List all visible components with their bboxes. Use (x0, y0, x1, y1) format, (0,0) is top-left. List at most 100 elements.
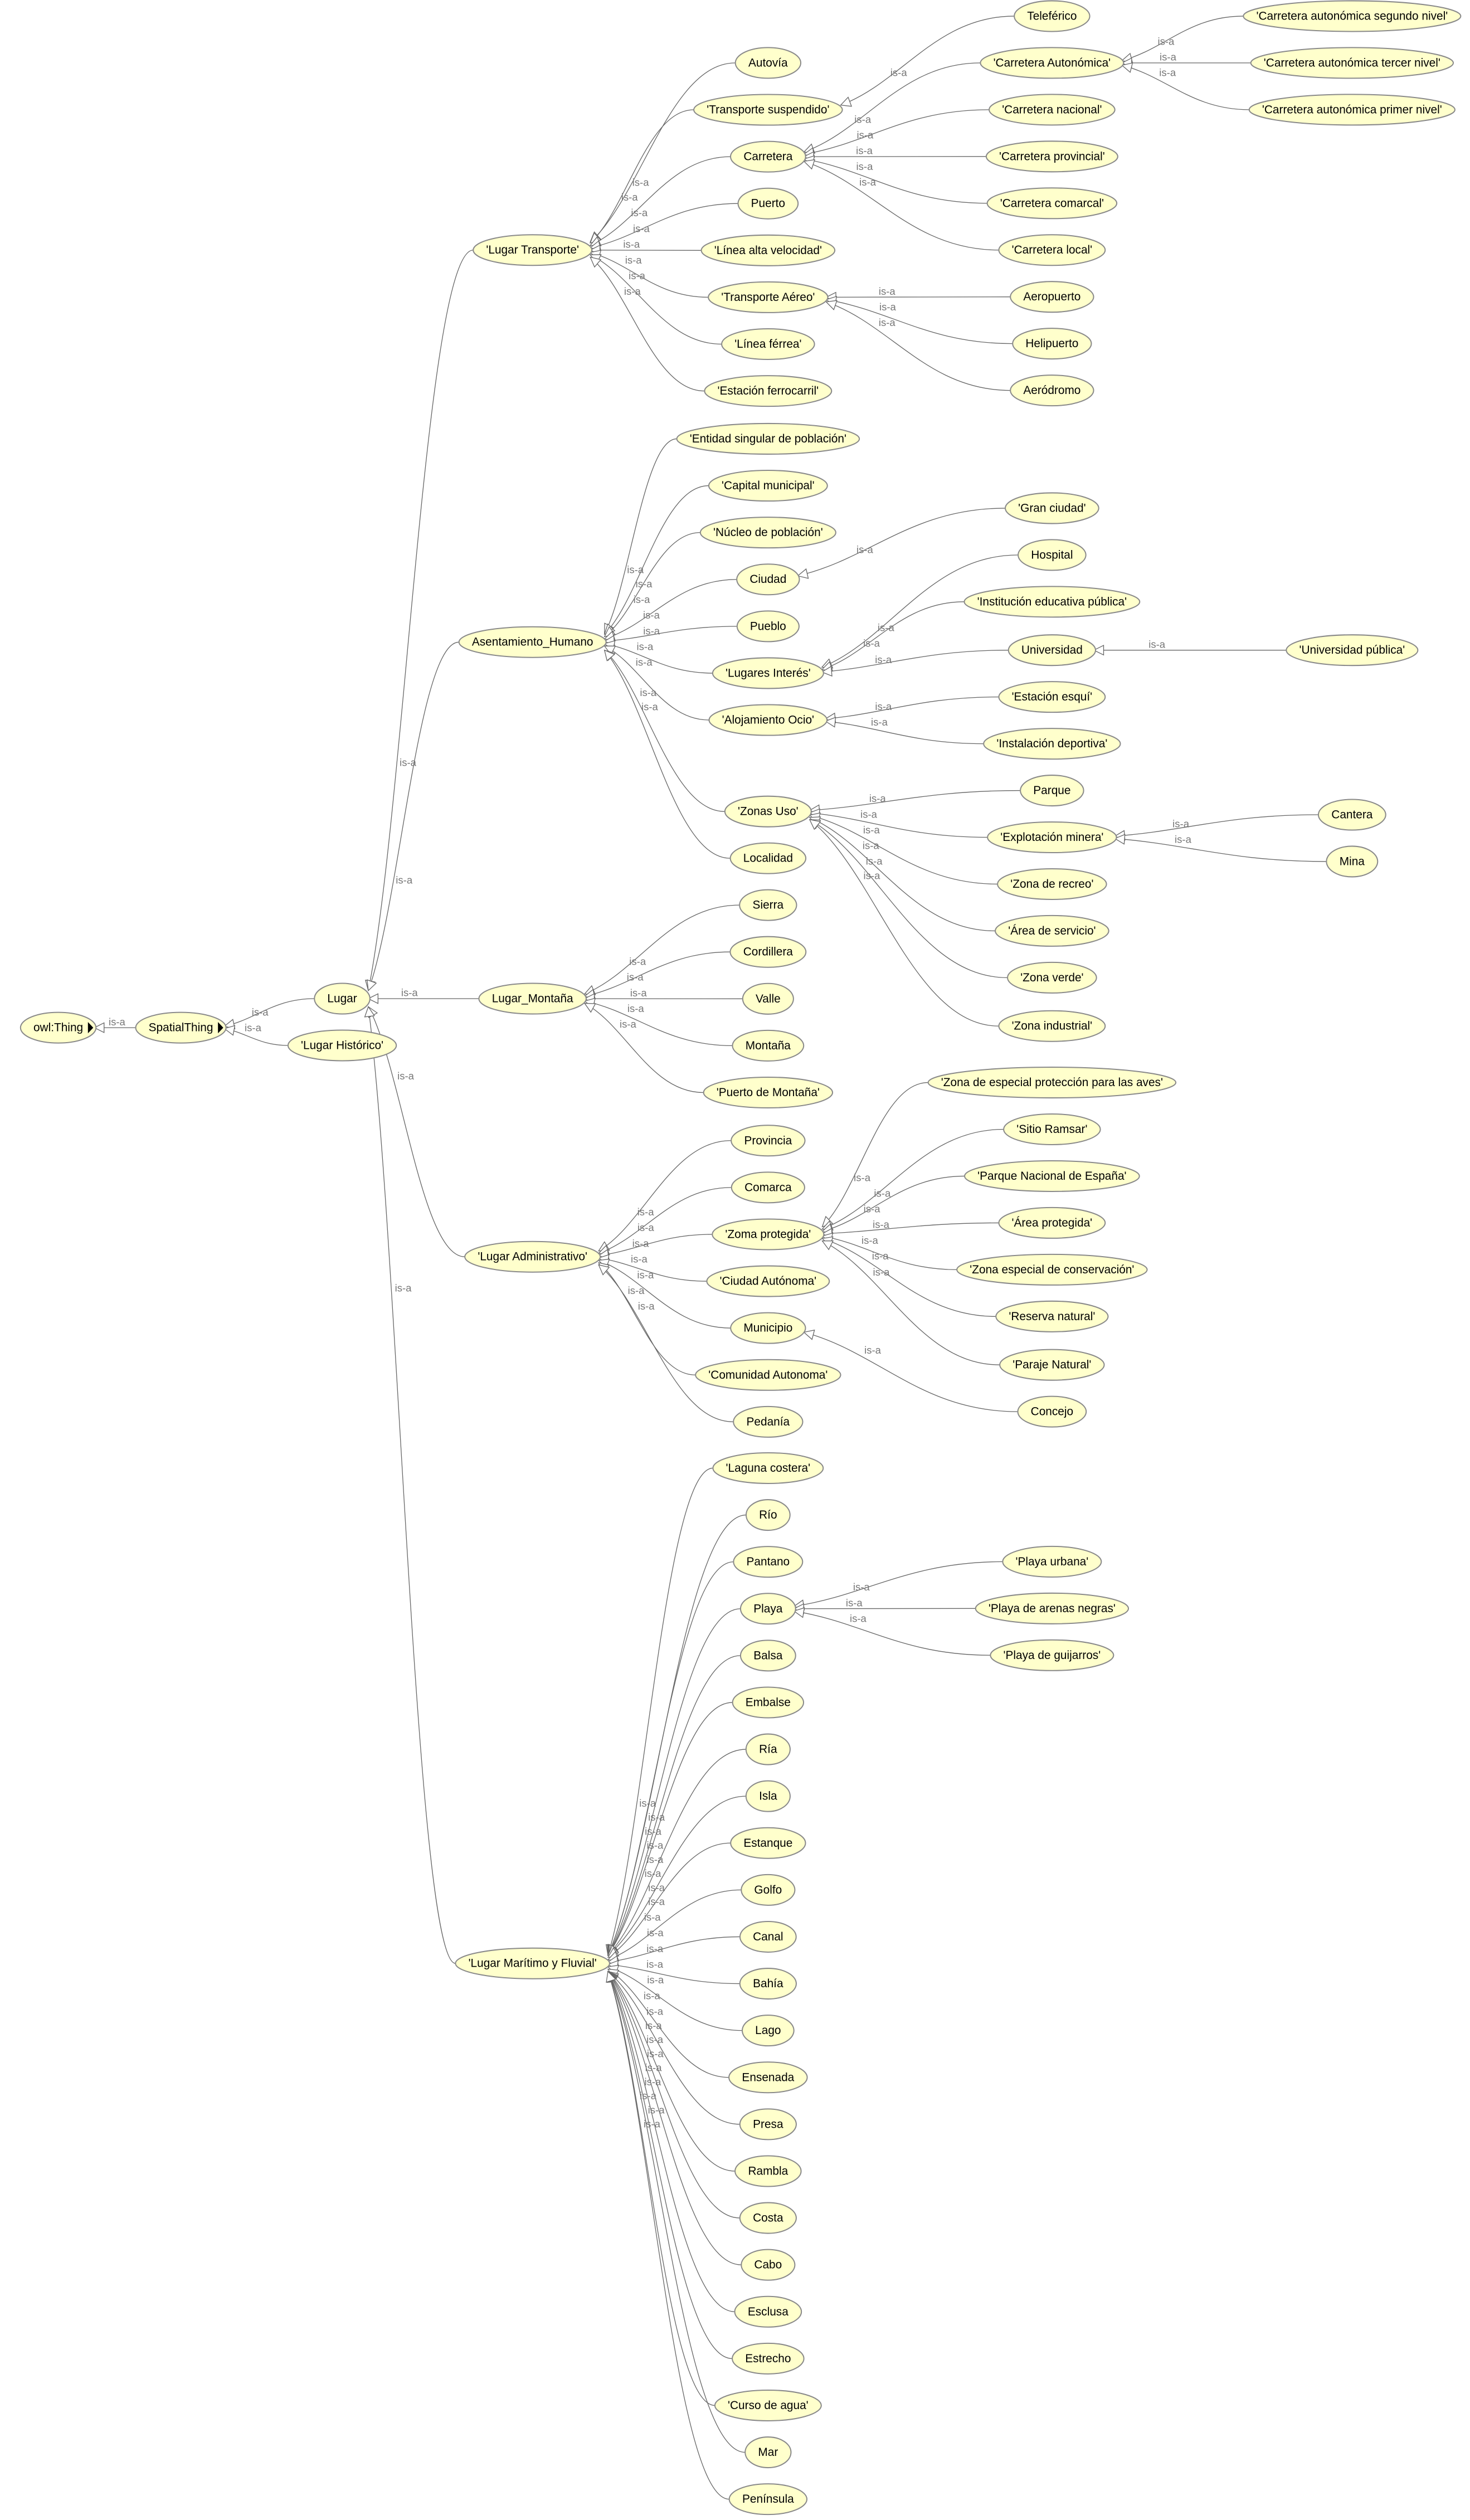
class-node-puerto[interactable]: Puerto (737, 187, 799, 220)
class-node-curso[interactable]: 'Curso de agua' (714, 2389, 822, 2421)
class-node-pedania[interactable]: Pedanía (733, 1405, 804, 1438)
class-node-presa[interactable]: Presa (739, 2108, 797, 2140)
class-node-ca2[interactable]: 'Carretera autonómica segundo nivel' (1243, 0, 1462, 32)
class-node-zuso[interactable]: 'Zonas Uso' (724, 795, 812, 828)
class-node-zrecreo[interactable]: 'Zona de recreo' (997, 868, 1107, 900)
class-node-cloc[interactable]: 'Carretera local' (998, 234, 1106, 266)
class-node-cprov[interactable]: 'Carretera provincial' (985, 140, 1118, 173)
class-node-municipio[interactable]: Municipio (730, 1312, 806, 1344)
class-node-ensenada[interactable]: Ensenada (728, 2061, 808, 2094)
class-node-ramsar[interactable]: 'Sitio Ramsar' (1003, 1113, 1101, 1146)
class-node-comarca[interactable]: Comarca (731, 1171, 805, 1204)
class-node-helipuerto[interactable]: Helipuerto (1012, 328, 1092, 360)
class-node-esqui[interactable]: 'Estación esquí' (998, 681, 1106, 713)
class-node-lago[interactable]: Lago (742, 2015, 795, 2047)
class-node-lferrea[interactable]: 'Línea férrea' (721, 328, 815, 361)
class-node-aloj[interactable]: 'Alojamiento Ocio' (708, 704, 828, 736)
class-node-concejo[interactable]: Concejo (1017, 1395, 1087, 1428)
class-node-ccom[interactable]: 'Carretera comarcal' (986, 187, 1118, 220)
class-node-ciudad[interactable]: Ciudad (736, 563, 800, 596)
class-node-universidad[interactable]: Universidad (1007, 634, 1097, 667)
class-node-embalse[interactable]: Embalse (732, 1686, 805, 1719)
class-node-localidad[interactable]: Localidad (729, 842, 807, 874)
class-node-carretera[interactable]: Carretera (729, 140, 806, 173)
class-node-rambla[interactable]: Rambla (734, 2155, 802, 2187)
class-node-sierra[interactable]: Sierra (739, 889, 797, 921)
class-node-teleferico[interactable]: Teleférico (1014, 0, 1091, 32)
class-node-aserv[interactable]: 'Área de servicio' (995, 914, 1109, 947)
class-node-zepa[interactable]: 'Zona de especial protección para las av… (927, 1067, 1177, 1099)
class-node-cantera[interactable]: Cantera (1317, 799, 1386, 831)
class-node-la[interactable]: 'Lugar Administrativo' (464, 1240, 601, 1273)
class-node-ah[interactable]: Asentamiento_Humano (458, 626, 607, 658)
class-node-aerodromo[interactable]: Aeródromo (1010, 374, 1094, 407)
class-node-playa[interactable]: Playa (739, 1593, 796, 1625)
class-node-hist[interactable]: 'Lugar Histórico' (287, 1029, 397, 1062)
class-node-nucleo[interactable]: 'Núcleo de población' (699, 517, 836, 549)
class-node-peninsula[interactable]: Península (728, 2483, 808, 2516)
class-node-zverde[interactable]: 'Zona verde' (1007, 961, 1097, 994)
class-node-estrecho[interactable]: Estrecho (732, 2342, 805, 2375)
class-node-bahia[interactable]: Bahía (739, 1968, 797, 2000)
class-node-tsusp[interactable]: 'Transporte suspendido' (693, 94, 843, 126)
class-node-mina[interactable]: Mina (1326, 845, 1379, 878)
class-node-spatial[interactable]: SpatialThing (135, 1011, 227, 1044)
class-node-pguij[interactable]: 'Playa de guijarros' (990, 1639, 1114, 1671)
class-node-expmin[interactable]: 'Explotación minera' (987, 821, 1117, 854)
class-node-mar[interactable]: Mar (744, 2436, 792, 2469)
class-node-pueblo[interactable]: Pueblo (736, 610, 800, 643)
class-node-zprot[interactable]: 'Zoma protegida' (712, 1218, 825, 1251)
class-node-lugar[interactable]: Lugar (314, 982, 371, 1015)
class-node-autovia[interactable]: Autovía (734, 47, 802, 79)
class-node-parenas[interactable]: 'Playa de arenas negras' (975, 1592, 1130, 1624)
class-node-eferro[interactable]: 'Estación ferrocarril' (704, 375, 833, 407)
class-node-caut[interactable]: 'Carretera Autonómica' (980, 47, 1125, 79)
class-node-aeropuerto[interactable]: Aeropuerto (1010, 281, 1094, 313)
class-node-ca1[interactable]: 'Carretera autonómica primer nivel' (1248, 94, 1456, 126)
class-node-granciudad[interactable]: 'Gran ciudad' (1004, 492, 1099, 524)
class-node-ria[interactable]: Ría (745, 1733, 791, 1765)
class-node-hospital[interactable]: Hospital (1018, 539, 1087, 571)
expand-triangle-icon[interactable] (87, 1021, 94, 1034)
class-node-cabo[interactable]: Cabo (741, 2249, 796, 2281)
class-node-aprot[interactable]: 'Área protegida' (998, 1207, 1106, 1239)
class-node-zec[interactable]: 'Zona especial de conservación' (956, 1253, 1148, 1286)
class-node-montana[interactable]: Montaña (732, 1029, 805, 1062)
class-node-laguna[interactable]: 'Laguna costera' (712, 1452, 824, 1484)
class-node-zind[interactable]: 'Zona industrial' (998, 1010, 1106, 1042)
class-node-valle[interactable]: Valle (742, 982, 794, 1015)
class-node-lm[interactable]: Lugar_Montaña (478, 982, 587, 1015)
class-node-rio[interactable]: Río (745, 1499, 791, 1531)
class-node-costa[interactable]: Costa (739, 2202, 797, 2234)
class-node-balsa[interactable]: Balsa (739, 1640, 796, 1672)
class-node-lav[interactable]: 'Línea alta velocidad' (700, 234, 836, 266)
class-node-canal[interactable]: Canal (739, 1920, 797, 1953)
class-node-pmont[interactable]: 'Puerto de Montaña' (703, 1076, 834, 1109)
class-node-pantano[interactable]: Pantano (733, 1546, 804, 1578)
class-node-parque[interactable]: Parque (1020, 775, 1084, 807)
class-node-purbana[interactable]: 'Playa urbana' (1002, 1545, 1102, 1578)
class-node-comaut[interactable]: 'Comunidad Autonoma' (695, 1359, 841, 1391)
class-node-linteres[interactable]: 'Lugares Interés' (712, 657, 824, 689)
class-node-iedu[interactable]: 'Institución educativa pública' (963, 586, 1141, 618)
class-node-provincia[interactable]: Provincia (731, 1125, 806, 1157)
class-node-thing[interactable]: owl:Thing (20, 1011, 97, 1044)
class-node-estanque[interactable]: Estanque (730, 1827, 806, 1859)
class-node-capmun[interactable]: 'Capital municipal' (708, 470, 828, 502)
class-node-golfo[interactable]: Golfo (741, 1874, 796, 1906)
class-node-esclusa[interactable]: Esclusa (734, 2295, 802, 2328)
class-node-idep[interactable]: 'Instalación deportiva' (983, 728, 1121, 760)
class-node-rnat[interactable]: 'Reserva natural' (995, 1300, 1109, 1332)
expand-triangle-icon[interactable] (218, 1021, 223, 1034)
class-node-caut2[interactable]: 'Ciudad Autónoma' (706, 1265, 830, 1297)
class-node-lt[interactable]: 'Lugar Transporte' (473, 234, 593, 266)
class-node-cordillera[interactable]: Cordillera (729, 936, 807, 968)
class-node-taereo[interactable]: 'Transporte Aéreo' (708, 281, 829, 313)
class-node-cnac[interactable]: 'Carretera nacional' (989, 94, 1116, 126)
class-node-lmf[interactable]: 'Lugar Marítimo y Fluvial' (455, 1947, 610, 1979)
class-node-isla[interactable]: Isla (745, 1780, 791, 1812)
class-node-pnat[interactable]: 'Paraje Natural' (999, 1349, 1105, 1381)
class-node-ca3[interactable]: 'Carretera autonómica tercer nivel' (1250, 47, 1454, 79)
class-node-esp[interactable]: 'Entidad singular de población' (676, 422, 860, 455)
class-node-pne[interactable]: 'Parque Nacional de España' (964, 1160, 1140, 1192)
